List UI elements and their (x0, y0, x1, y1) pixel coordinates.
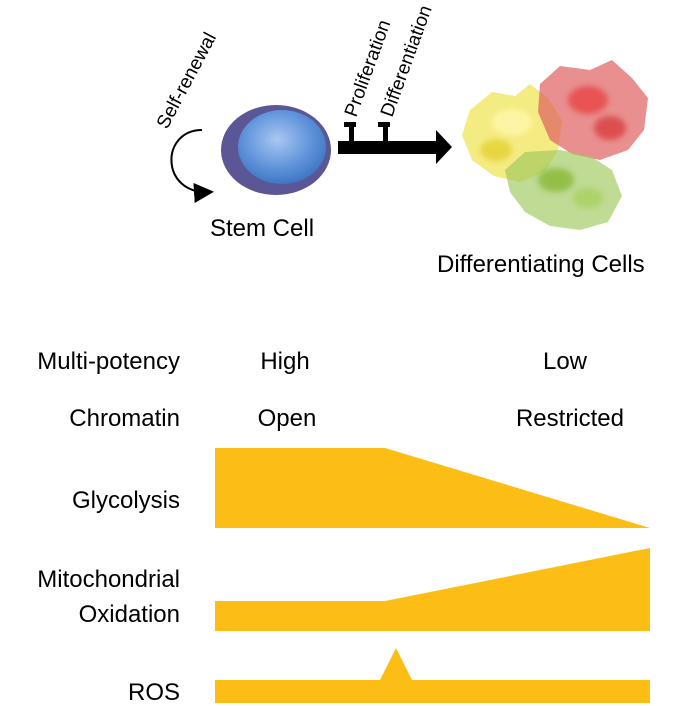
stem-cell-icon (221, 105, 331, 195)
differentiating-cells-label: Differentiating Cells (437, 251, 645, 278)
mitochondrial-label-line1: Mitochondrial (37, 566, 180, 593)
self-renewal-label: Self-renewal (153, 29, 221, 132)
chromatin-restricted: Restricted (516, 405, 624, 432)
differentiation-label: Differentiation (377, 3, 437, 120)
ros-profile (215, 648, 650, 703)
chromatin-label: Chromatin (69, 405, 180, 432)
chromatin-open: Open (258, 405, 317, 432)
oxidation-label-line2: Oxidation (79, 601, 180, 628)
glycolysis-label: Glycolysis (72, 487, 180, 514)
differentiating-cells-icon (462, 60, 648, 230)
glycolysis-profile (215, 448, 650, 528)
stem-cell-label: Stem Cell (210, 215, 314, 242)
multipotency-low: Low (543, 348, 588, 375)
self-renewal-loop-arrow (170, 129, 214, 203)
mitochondrial-oxidation-profile (215, 548, 650, 631)
multipotency-high: High (260, 348, 309, 375)
multipotency-label: Multi-potency (37, 348, 180, 375)
progression-arrow (338, 122, 452, 164)
ros-label: ROS (128, 679, 180, 706)
